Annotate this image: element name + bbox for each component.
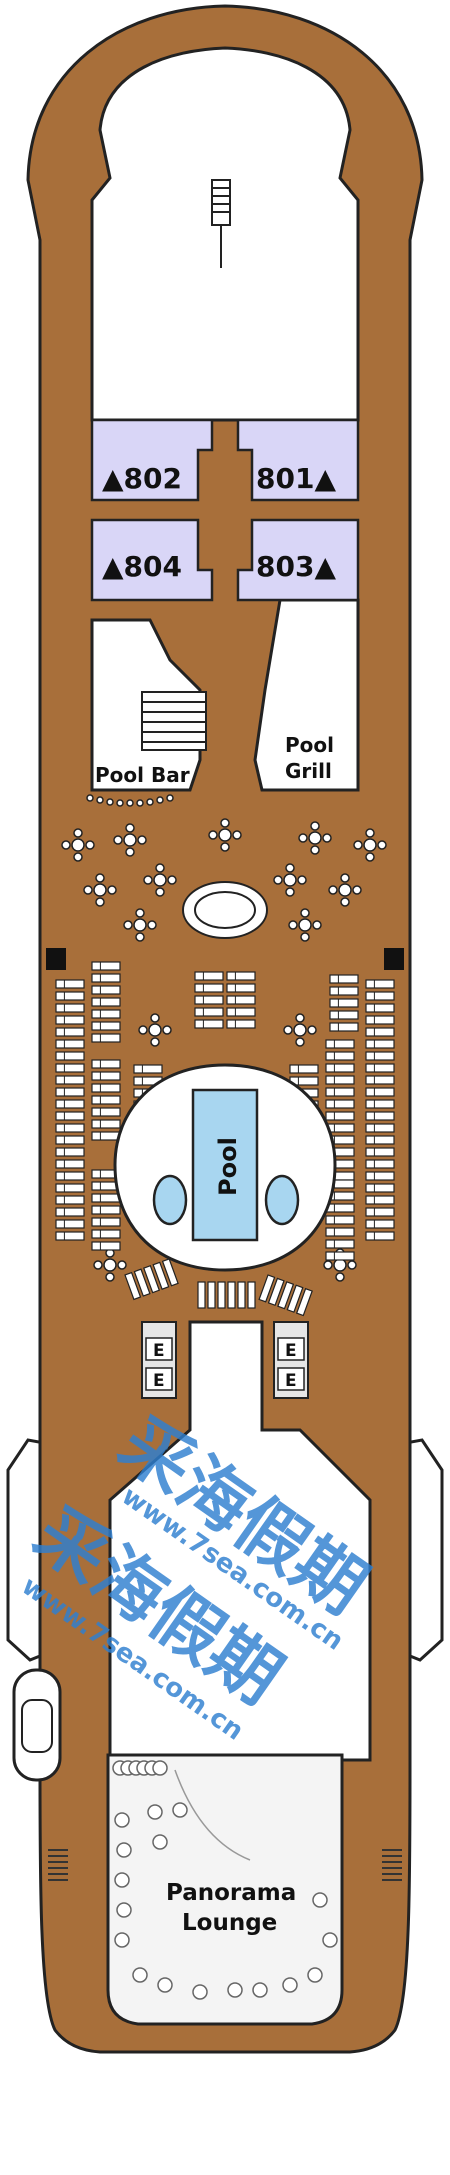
sun-lounger-icon bbox=[365, 979, 395, 1241]
lounge-chair-icon bbox=[147, 1804, 163, 1820]
panorama-lounge: Panorama Lounge bbox=[112, 1760, 338, 2000]
lounge-chair-icon bbox=[114, 1872, 130, 1888]
table-set-icon bbox=[323, 1248, 357, 1282]
pool-grill-label-1: Pool bbox=[285, 733, 334, 757]
table-set-icon bbox=[353, 828, 387, 862]
lounge-chair-icon bbox=[252, 1982, 268, 1998]
panorama-lounge-label-1: Panorama bbox=[166, 1880, 296, 1906]
sun-lounger-icon bbox=[197, 1281, 256, 1309]
cabin-804[interactable]: ▲804 bbox=[90, 518, 214, 602]
panorama-lounge-label-2: Lounge bbox=[182, 1910, 277, 1936]
bar-stools-icon bbox=[86, 794, 174, 807]
sun-lounger-icon bbox=[329, 974, 359, 1032]
pool-bar-label: Pool Bar bbox=[95, 763, 190, 787]
pool-label: Pool bbox=[214, 1137, 242, 1196]
pool-grill-label-2: Grill bbox=[285, 759, 332, 783]
table-set-icon bbox=[208, 818, 242, 852]
lounge-chair-icon bbox=[172, 1802, 188, 1818]
lounge-chair-icon bbox=[227, 1982, 243, 1998]
lounge-chair-icon bbox=[114, 1932, 130, 1948]
table-set-icon bbox=[113, 823, 147, 857]
table-set-icon bbox=[83, 873, 117, 907]
lounge-chair-icon bbox=[152, 1834, 168, 1850]
sun-lounger-icon bbox=[258, 1274, 313, 1317]
deck-furniture bbox=[55, 818, 395, 1317]
sun-lounger-icon bbox=[124, 1258, 179, 1301]
lounge-chair-icon bbox=[307, 1967, 323, 1983]
table-set-icon bbox=[61, 828, 95, 862]
pool-bar-counter-icon bbox=[141, 691, 207, 751]
table-set-icon bbox=[273, 863, 307, 897]
table-set-icon bbox=[138, 1013, 172, 1047]
table-set-icon bbox=[288, 908, 322, 942]
lounge-chair-icon bbox=[282, 1977, 298, 1993]
sun-lounger-icon bbox=[325, 1179, 355, 1261]
elevators-port[interactable]: E E bbox=[141, 1321, 177, 1399]
pool: Pool bbox=[113, 1063, 337, 1272]
cabin-802-label: ▲802 bbox=[102, 462, 182, 495]
lounge-chair-icon bbox=[132, 1967, 148, 1983]
table-set-icon bbox=[298, 821, 332, 855]
hull bbox=[6, 4, 444, 2054]
mast-ladder-icon bbox=[211, 179, 231, 268]
lounge-chair-icon bbox=[116, 1842, 132, 1858]
table-set-icon bbox=[283, 1013, 317, 1047]
cabin-804-label: ▲804 bbox=[102, 550, 182, 583]
lounge-chair-icon bbox=[322, 1932, 338, 1948]
lounge-chair-icon bbox=[116, 1902, 132, 1918]
sun-lounger-icon bbox=[91, 961, 121, 1043]
lounge-chair-icon bbox=[114, 1812, 130, 1828]
elevators-starboard[interactable]: E E bbox=[273, 1321, 309, 1399]
cabin-803-label: 803▲ bbox=[256, 550, 336, 583]
elevator-label: E bbox=[285, 1371, 297, 1391]
lounge-chair-icon bbox=[312, 1892, 328, 1908]
cabin-801-label: 801▲ bbox=[256, 462, 336, 495]
elevator-label: E bbox=[285, 1341, 297, 1361]
whirlpool-icon bbox=[182, 881, 268, 939]
elevator-label: E bbox=[153, 1341, 165, 1361]
lounge-chair-icon bbox=[157, 1977, 173, 1993]
elevator-label: E bbox=[153, 1371, 165, 1391]
lounge-chair-icon bbox=[152, 1760, 168, 1776]
table-set-icon bbox=[143, 863, 177, 897]
sun-lounger-icon bbox=[226, 971, 256, 1029]
cabin-801[interactable]: 801▲ bbox=[236, 418, 360, 502]
table-set-icon bbox=[328, 873, 362, 907]
table-set-icon bbox=[123, 908, 157, 942]
sun-lounger-icon bbox=[55, 979, 85, 1241]
cabin-803[interactable]: 803▲ bbox=[236, 518, 360, 602]
sun-lounger-icon bbox=[194, 971, 224, 1029]
sun-lounger-icon bbox=[325, 1039, 355, 1181]
sun-lounger-icon bbox=[91, 1059, 121, 1141]
sun-lounger-icon bbox=[91, 1169, 121, 1251]
table-set-icon bbox=[93, 1248, 127, 1282]
lounge-chair-icon bbox=[192, 1984, 208, 2000]
cabin-802[interactable]: ▲802 bbox=[90, 418, 214, 502]
